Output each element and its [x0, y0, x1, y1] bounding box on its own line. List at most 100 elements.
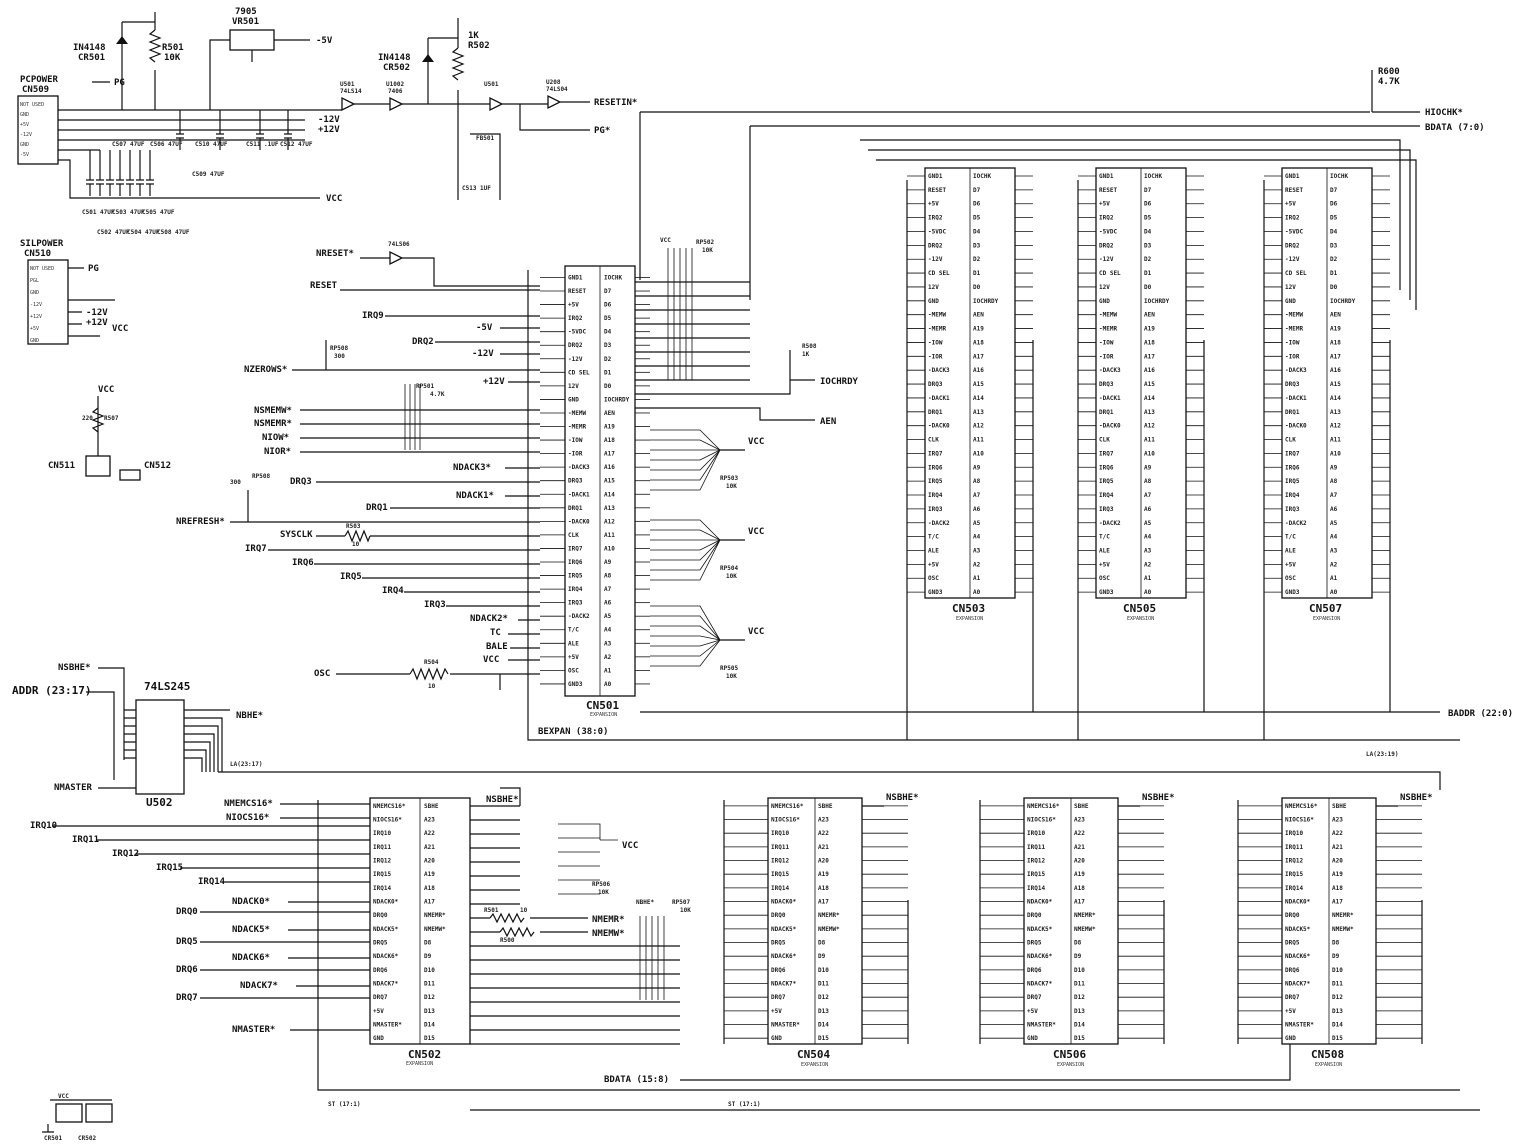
- slot-pin-label: A21: [1074, 844, 1085, 851]
- slot-sub: EXPANSION: [956, 616, 983, 622]
- right-header: R600 4.7K HIOCHK* BDATA (7:0): [639, 67, 1485, 310]
- slot-pin-label: DRQ6: [1027, 967, 1042, 974]
- slot-pin-label: A12: [973, 423, 984, 430]
- cn501-pin-label: D7: [604, 288, 612, 295]
- slot-pin-label: NIOCS16*: [1285, 817, 1314, 824]
- slot-pin-label: IRQ15: [1027, 871, 1045, 878]
- footer: ST (17:1) ST (17:1) VCC CR501 CR502: [42, 1093, 761, 1142]
- slot-pin-label: IRQ7: [1099, 450, 1114, 457]
- slot-pin-label: A23: [1332, 817, 1343, 824]
- slot-pin-label: RESET: [928, 187, 946, 194]
- sig-nmemcs16: NMEMCS16*: [224, 799, 273, 809]
- ctl-wires: [508, 619, 540, 661]
- sysclk-label: SYSCLK: [280, 530, 313, 540]
- rp501-val: 4.7K: [430, 391, 445, 398]
- slot-pin-label: D14: [1074, 1022, 1085, 1029]
- nsmemr-label: NSMEMR*: [254, 419, 292, 429]
- capacitor: [176, 110, 184, 150]
- capacitor: [126, 179, 134, 196]
- slot-pin-label: A1: [1144, 575, 1152, 582]
- cn502-memrw-wires: [470, 917, 588, 933]
- sig-irq14: IRQ14: [198, 877, 226, 887]
- slot-ref: CN508: [1311, 1048, 1344, 1061]
- cn501-pin-label: A10: [604, 545, 615, 552]
- slot-pin-label: A17: [1330, 353, 1341, 360]
- slot-sub: EXPANSION: [1127, 616, 1154, 622]
- slot-pin-label: -12V: [928, 256, 943, 263]
- slot-pin-label: IRQ10: [771, 830, 789, 837]
- slot-sub: EXPANSION: [1313, 616, 1340, 622]
- slot-pin-label: T/C: [1099, 534, 1110, 541]
- slot-pin-label: NMASTER*: [771, 1022, 800, 1029]
- slot-pin-label: -IOR: [928, 353, 943, 360]
- slot-pin-label: -DACK3: [928, 367, 950, 374]
- slot-pin-label: D6: [1144, 201, 1152, 208]
- diode2-ref: CR502: [383, 63, 410, 73]
- cn502-pin-label: NIOCS16*: [373, 817, 402, 824]
- slot-pin-label: D8: [1074, 940, 1082, 947]
- cn502-pin-label: D10: [424, 967, 435, 974]
- slot-pin-label: A5: [1330, 520, 1338, 527]
- slot-pin-label: D12: [1074, 994, 1085, 1001]
- cn502-r501: R501: [484, 907, 499, 914]
- cn501-pin-label: AEN: [604, 410, 615, 417]
- r501-resistor: [148, 29, 162, 63]
- cn501-pin-label: A2: [604, 654, 612, 661]
- irq5-label: IRQ5: [340, 572, 362, 582]
- footer-vcc: VCC: [58, 1093, 69, 1100]
- slot-pin-label: A14: [973, 395, 984, 402]
- pg-network-wires: [121, 12, 156, 110]
- cn501-pin-label: -DACK2: [568, 613, 590, 620]
- slot-pin-label: DRQ3: [1285, 381, 1300, 388]
- slot-pin-label: OSC: [1099, 575, 1110, 582]
- slot-pin-label: DRQ6: [1285, 967, 1300, 974]
- slot-pin-label: DRQ1: [1099, 409, 1114, 416]
- rp502-ref: RP502: [696, 239, 714, 246]
- slot-pin-label: D0: [973, 284, 981, 291]
- slot-pin-label: A15: [1330, 381, 1341, 388]
- cn501-pin-label: CD SEL: [568, 369, 590, 376]
- silpower-pin: +12V: [30, 314, 42, 320]
- u501b-buffer: [489, 96, 504, 112]
- slot-pin-label: A20: [1332, 858, 1343, 865]
- rp505-ref: RP505: [720, 665, 738, 672]
- slot-pin-label: NMEMR*: [818, 912, 840, 919]
- slot-pin-label: IRQ2: [1099, 215, 1114, 222]
- capacitor: [106, 179, 114, 196]
- nior-label: NIOR*: [264, 447, 291, 457]
- slot-pin-label: DRQ7: [1027, 994, 1042, 1001]
- cn501-pin-label: A4: [604, 627, 612, 634]
- slot-pin-label: A20: [1074, 858, 1085, 865]
- slot-ref: CN507: [1309, 602, 1342, 615]
- drq1-label: DRQ1: [366, 503, 388, 513]
- slot-pin-label: IRQ7: [928, 450, 943, 457]
- slot-pin-label: A18: [1330, 339, 1341, 346]
- slot-pin-label: A7: [1330, 492, 1338, 499]
- slot-pin-label: A16: [1144, 367, 1155, 374]
- cn502-ref: CN502: [408, 1048, 441, 1061]
- slot-pin-label: IRQ3: [1099, 506, 1114, 513]
- ndack2-label: NDACK2*: [470, 614, 508, 624]
- diode1-ref: CR501: [78, 53, 105, 63]
- tc-label: TC: [490, 628, 501, 638]
- nzerows-wire: [292, 340, 540, 371]
- r504-ref: R504: [424, 659, 439, 666]
- rp-line: [650, 639, 721, 667]
- slot-pin-label: A19: [1074, 871, 1085, 878]
- nreset-wire: [360, 257, 540, 287]
- cn502-pin-label: D15: [424, 1035, 435, 1042]
- slot-pin-label: NMASTER*: [1285, 1022, 1314, 1029]
- sig-drq5: DRQ5: [176, 937, 198, 947]
- pcpower-pin: -5V: [20, 152, 29, 158]
- slot-pin-label: -DACK0: [1099, 423, 1121, 430]
- slot-pin-label: A11: [1144, 437, 1155, 444]
- slot-pin-label: A15: [973, 381, 984, 388]
- cn501-pin-label: A19: [604, 424, 615, 431]
- cn502-pin-label: IRQ11: [373, 844, 391, 851]
- slot-pin-label: D7: [1330, 187, 1338, 194]
- rp505-vcc: VCC: [748, 627, 764, 637]
- footer-cr2: CR502: [78, 1135, 96, 1142]
